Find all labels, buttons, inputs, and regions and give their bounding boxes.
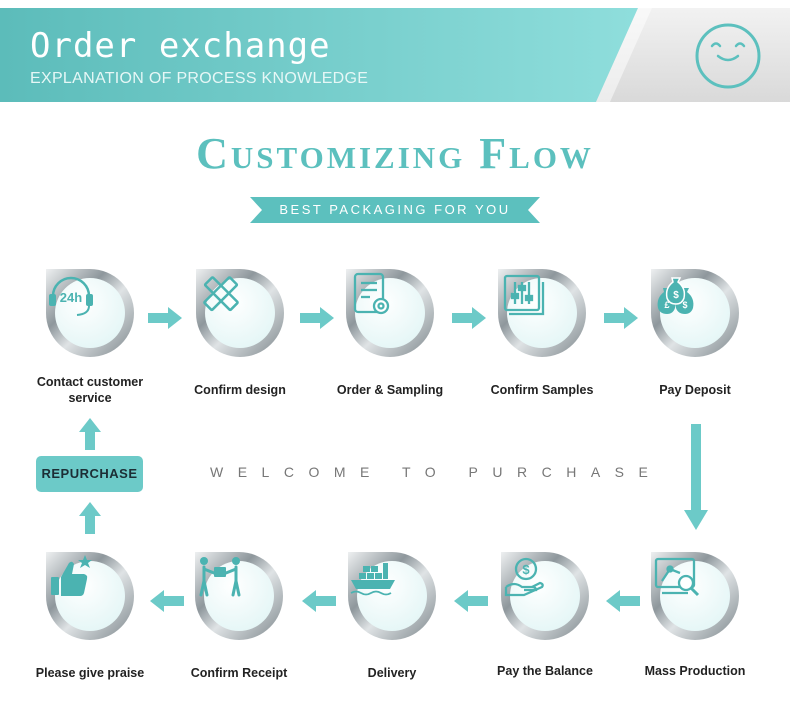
step-label: Contact customer service (36, 375, 144, 405)
svg-text:£: £ (664, 300, 669, 310)
step-label: Confirm Samples (490, 383, 594, 397)
page-title: Order exchange (30, 26, 331, 66)
arrow-right-icon (604, 307, 638, 329)
step-label: Pay the Balance (497, 664, 593, 678)
ribbon-text: BEST PACKAGING FOR YOU (279, 202, 511, 217)
cargo-ship-icon (350, 563, 395, 596)
arrow-right-icon (452, 307, 486, 329)
smiley-face-icon (695, 23, 761, 89)
svg-text:$: $ (522, 562, 530, 577)
arrow-down-icon (684, 424, 708, 530)
banner-background (0, 8, 790, 102)
step-label: Pay Deposit (659, 383, 731, 397)
handover-icon (199, 557, 241, 597)
step-badge (193, 266, 287, 360)
arrow-right-icon (148, 307, 182, 329)
step-label: Order & Sampling (336, 383, 444, 397)
robot-arm-icon (654, 557, 700, 597)
ruler-pencil-icon (203, 276, 239, 312)
arrow-left-icon (606, 590, 640, 612)
step-badge (192, 549, 286, 643)
step-label: Confirm Receipt (190, 666, 288, 680)
money-bags-icon: $ £ $ (657, 277, 694, 314)
step-badge (345, 549, 439, 643)
step-badge: $ £ $ (648, 266, 742, 360)
arrow-left-icon (302, 590, 336, 612)
sliders-icon (503, 274, 545, 316)
page-subtitle: EXPLANATION OF PROCESS KNOWLEDGE (30, 70, 369, 87)
arrow-up-icon (79, 418, 101, 450)
step-badge (495, 266, 589, 360)
document-order-icon (353, 272, 390, 315)
welcome-text: WELCOME TO PURCHASE (210, 464, 663, 480)
arrow-left-icon (454, 590, 488, 612)
arrow-left-icon (150, 590, 184, 612)
step-badge: 24h (43, 266, 137, 360)
step-label: Mass Production (644, 664, 746, 678)
ribbon-banner: BEST PACKAGING FOR YOU (250, 197, 540, 223)
arrow-up-icon (79, 502, 101, 534)
section-headline: Customizing Flow (196, 129, 594, 178)
header-banner: Order exchange EXPLANATION OF PROCESS KN… (0, 8, 790, 102)
24h-headset-icon: 24h (49, 276, 93, 316)
svg-text:$: $ (682, 300, 687, 310)
step-badge (343, 266, 437, 360)
svg-text:24h: 24h (60, 290, 82, 305)
thumbs-up-icon (51, 555, 92, 596)
step-label: Please give praise (35, 666, 145, 680)
repurchase-badge: REPURCHASE (36, 456, 143, 492)
svg-text:$: $ (673, 290, 679, 301)
step-badge (648, 549, 742, 643)
step-badge: $ (498, 549, 592, 643)
step-label: Delivery (367, 666, 417, 680)
arrow-right-icon (300, 307, 334, 329)
step-label: Confirm design (194, 383, 286, 397)
step-badge (43, 549, 137, 643)
hand-coin-icon: $ (504, 557, 544, 597)
